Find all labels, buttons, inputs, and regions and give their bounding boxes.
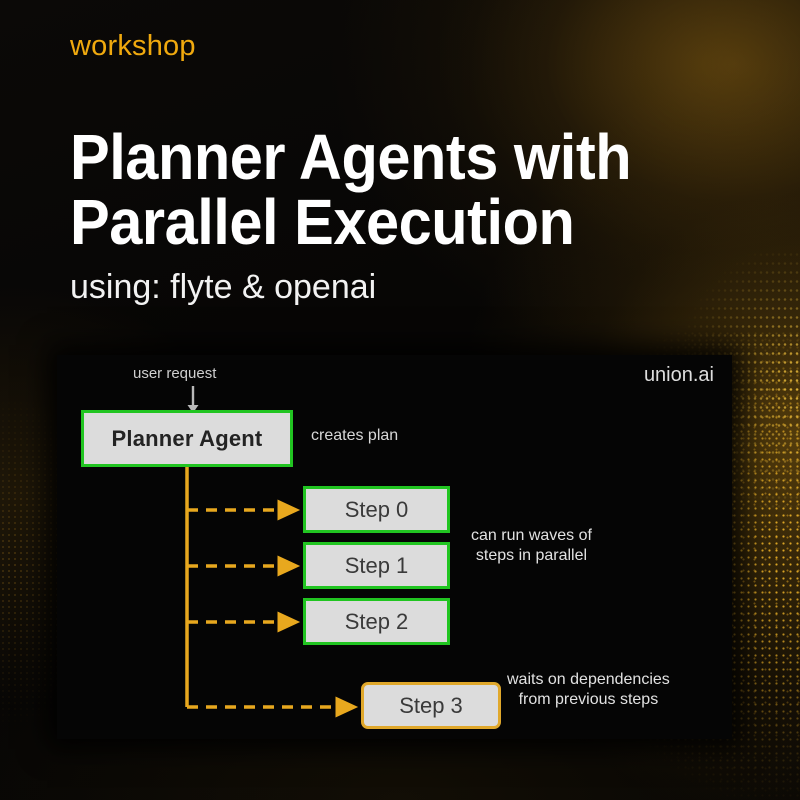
node-step-2[interactable]: Step 2 <box>303 598 450 645</box>
node-step-1[interactable]: Step 1 <box>303 542 450 589</box>
background-glow-top-right <box>440 0 800 280</box>
edge-label-creates-plan: creates plan <box>311 427 399 444</box>
node-step-3[interactable]: Step 3 <box>361 682 501 729</box>
annotation-dependencies-line-2: from previous steps <box>518 691 659 708</box>
diagram-connectors <box>185 467 359 718</box>
diagram-panel: union.ai user request Planner Agent <box>57 355 732 739</box>
annotation-parallel: can run waves of steps in parallel <box>471 526 592 566</box>
page-title-line-2: Parallel Execution <box>70 186 575 259</box>
page-title: Planner Agents with Parallel Execution <box>70 120 721 259</box>
annotation-parallel-line-2: steps in parallel <box>475 547 588 564</box>
annotation-dependencies: waits on dependencies from previous step… <box>507 670 670 710</box>
eyebrow-label: workshop <box>70 30 196 62</box>
user-request-label: user request <box>133 365 217 382</box>
node-step-0[interactable]: Step 0 <box>303 486 450 533</box>
brand-label: union.ai <box>643 364 714 386</box>
annotation-dependencies-line-1: waits on dependencies <box>507 671 670 688</box>
node-planner-agent[interactable]: Planner Agent <box>81 410 293 467</box>
page-title-line-1: Planner Agents with <box>70 120 632 193</box>
page-subtitle: using: flyte & openai <box>70 268 377 306</box>
annotation-parallel-line-1: can run waves of <box>471 527 592 544</box>
arrow-down-icon <box>187 386 199 413</box>
